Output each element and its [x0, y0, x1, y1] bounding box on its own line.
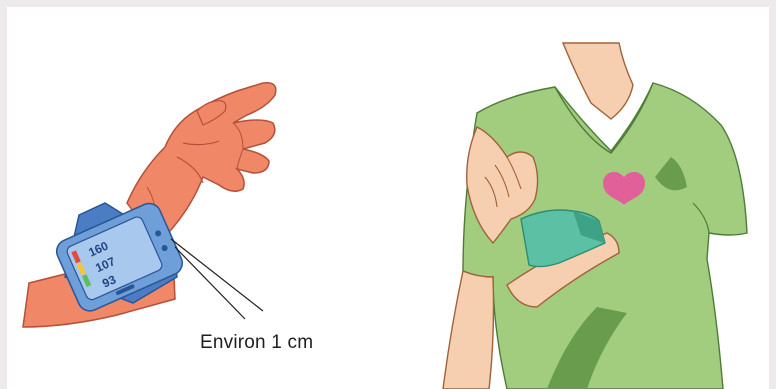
illustration-canvas: 160 107 93 [7, 7, 769, 389]
neck [563, 43, 633, 119]
upper-arm-scene [443, 43, 747, 389]
pointer-line-lower [175, 247, 245, 319]
left-arm [443, 271, 494, 389]
distance-label: Environ 1 cm [200, 332, 313, 354]
illustration-frame: 160 107 93 [7, 7, 769, 389]
wrist-scene: 160 107 93 [23, 83, 276, 327]
pointer-line-upper [171, 239, 263, 311]
